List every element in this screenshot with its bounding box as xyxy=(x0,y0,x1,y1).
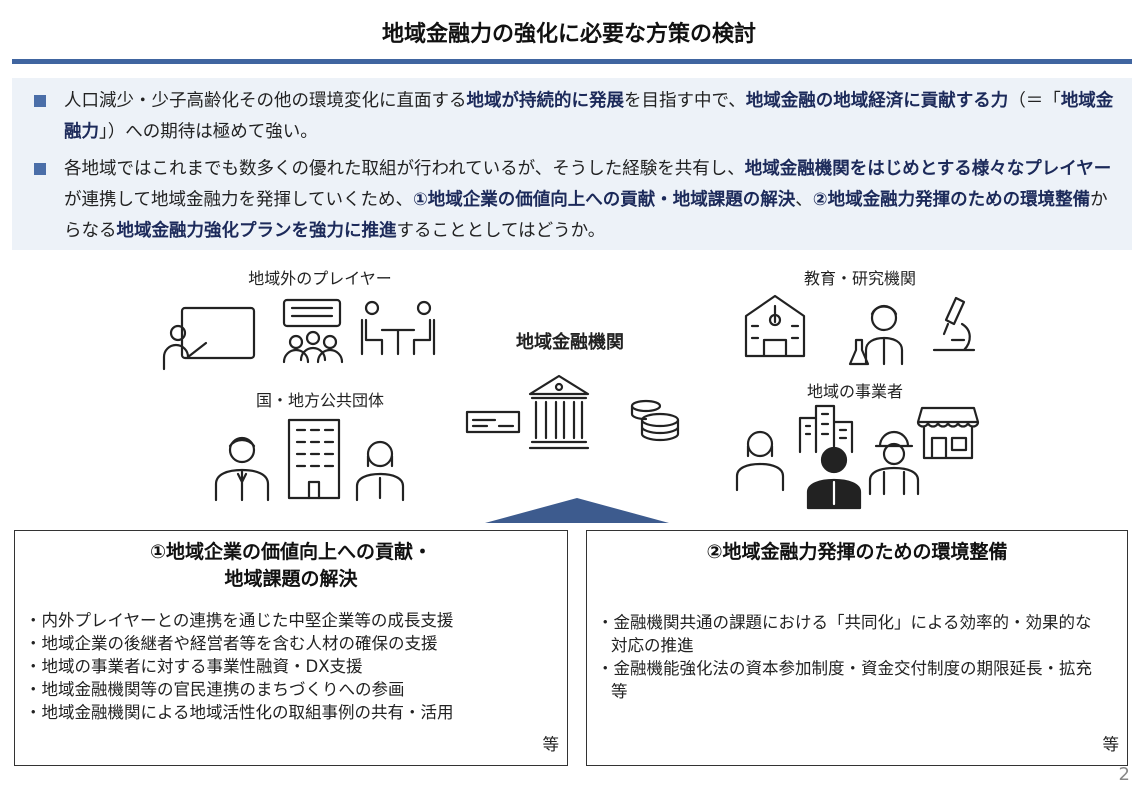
emphasis-text: ①地域企業の価値向上への貢献・地域課題の解決 xyxy=(412,190,796,210)
list-item: ・地域金融機関等の官民連携のまちづくりへの参画 xyxy=(25,680,405,699)
box-regional-value-contribution: ①地域企業の価値向上への貢献・地域課題の解決 ・内外プレイヤーとの連携を通じた中… xyxy=(14,530,568,766)
school-icon xyxy=(744,294,806,358)
box2-etc: 等 xyxy=(1102,735,1120,754)
list-item: ・地域の事業者に対する事業性融資・DX支援 xyxy=(25,657,363,676)
bank-icon xyxy=(528,374,590,450)
box-environment-improvement: ②地域金融力発揮のための環境整備 ・金融機関共通の課題における「共同化」による効… xyxy=(586,530,1128,766)
label-outside-players: 地域外のプレイヤー xyxy=(248,269,392,288)
title-divider xyxy=(12,59,1132,64)
list-item: ・地域企業の後継者や経営者等を含む人材の確保の支援 xyxy=(25,634,438,653)
meeting-icon xyxy=(282,298,344,364)
emphasis-text: 地域が持続的に発展 xyxy=(466,91,625,111)
list-item: ・地域金融機関による地域活性化の取組事例の共有・活用 xyxy=(25,703,454,722)
summary-bullet-2: 各地域ではこれまでも数多くの優れた取組が行われているが、そうした経験を共有し、地… xyxy=(34,154,1124,247)
summary-text: 各地域ではこれまでも数多くの優れた取組が行われているが、そうした経験を共有し、 xyxy=(64,159,745,179)
label-local-businesses: 地域の事業者 xyxy=(806,382,903,401)
emphasis-text: 地域金融力 xyxy=(64,91,1114,142)
box2-title: ②地域金融力発揮のための環境整備 xyxy=(706,541,1008,563)
official-man-icon xyxy=(214,436,270,502)
summary-text: 、 xyxy=(795,190,813,210)
label-government: 国・地方公共団体 xyxy=(255,391,384,410)
summary-bullet-1: 人口減少・少子高齢化その他の環境変化に直面する地域が持続的に発展を目指す中で、地… xyxy=(34,86,1124,148)
summary-text: 」）への期待は極めて強い。 xyxy=(99,122,318,142)
city-buildings-icon xyxy=(798,404,854,454)
summary-panel: 人口減少・少子高齢化その他の環境変化に直面する地域が持続的に発展を目指す中で、地… xyxy=(12,78,1132,250)
square-bullet-icon xyxy=(34,163,46,175)
presentation-icon xyxy=(162,306,256,371)
page-number: 2 xyxy=(1118,764,1130,785)
list-item: ・金融機能強化法の資本参加制度・資金交付制度の期限延長・拡充等 xyxy=(597,659,1092,701)
store-icon xyxy=(916,406,980,460)
businessman-icon xyxy=(806,446,862,510)
summary-text: を目指す中で、 xyxy=(624,91,746,111)
summary-text: からなる xyxy=(64,190,1108,241)
connector-triangle xyxy=(485,498,669,523)
label-regional-financial-institution: 地域金融機関 xyxy=(516,332,624,353)
box1-etc: 等 xyxy=(542,735,560,754)
construction-worker-icon xyxy=(868,430,920,496)
emphasis-text: 地域金融の地域経済に貢献する力 xyxy=(745,91,1009,111)
scientist-icon xyxy=(848,304,904,366)
box2-list: ・金融機関共通の課題における「共同化」による効率的・効果的な対応の推進 ・金融機… xyxy=(597,611,1107,703)
box1-title-line2: 地域課題の解決 xyxy=(224,568,358,590)
official-woman-icon xyxy=(355,440,405,502)
consultation-icon xyxy=(360,300,436,356)
square-bullet-icon xyxy=(34,95,46,107)
microscope-icon xyxy=(932,296,976,352)
box1-list: ・内外プレイヤーとの連携を通じた中堅企業等の成長支援 ・地域企業の後継者や経営者… xyxy=(25,609,454,724)
summary-text: 人口減少・少子高齢化その他の環境変化に直面する xyxy=(64,91,467,111)
list-item: ・金融機関共通の課題における「共同化」による効率的・効果的な対応の推進 xyxy=(597,613,1092,655)
emphasis-text: ②地域金融力発揮のための環境整備 xyxy=(812,190,1091,210)
summary-text: することとしてはどうか。 xyxy=(396,221,606,241)
cheque-icon xyxy=(465,410,521,434)
emphasis-text: 地域金融機関をはじめとする様々なプレイヤー xyxy=(744,159,1112,179)
summary-text: が連携して地域金融力を発揮していくため、 xyxy=(64,190,413,210)
office-building-icon xyxy=(287,418,341,500)
coins-icon xyxy=(630,399,680,442)
summary-text: （＝「 xyxy=(1008,91,1061,111)
slide-title: 地域金融力の強化に必要な方策の検討 xyxy=(381,22,756,47)
emphasis-text: 地域金融力強化プランを強力に推進 xyxy=(116,221,397,241)
list-item: ・内外プレイヤーとの連携を通じた中堅企業等の成長支援 xyxy=(25,611,454,630)
label-education-research: 教育・研究機関 xyxy=(803,269,916,288)
box1-title-line1: ①地域企業の価値向上への貢献・ xyxy=(149,541,433,563)
businesswoman-icon xyxy=(735,430,785,492)
